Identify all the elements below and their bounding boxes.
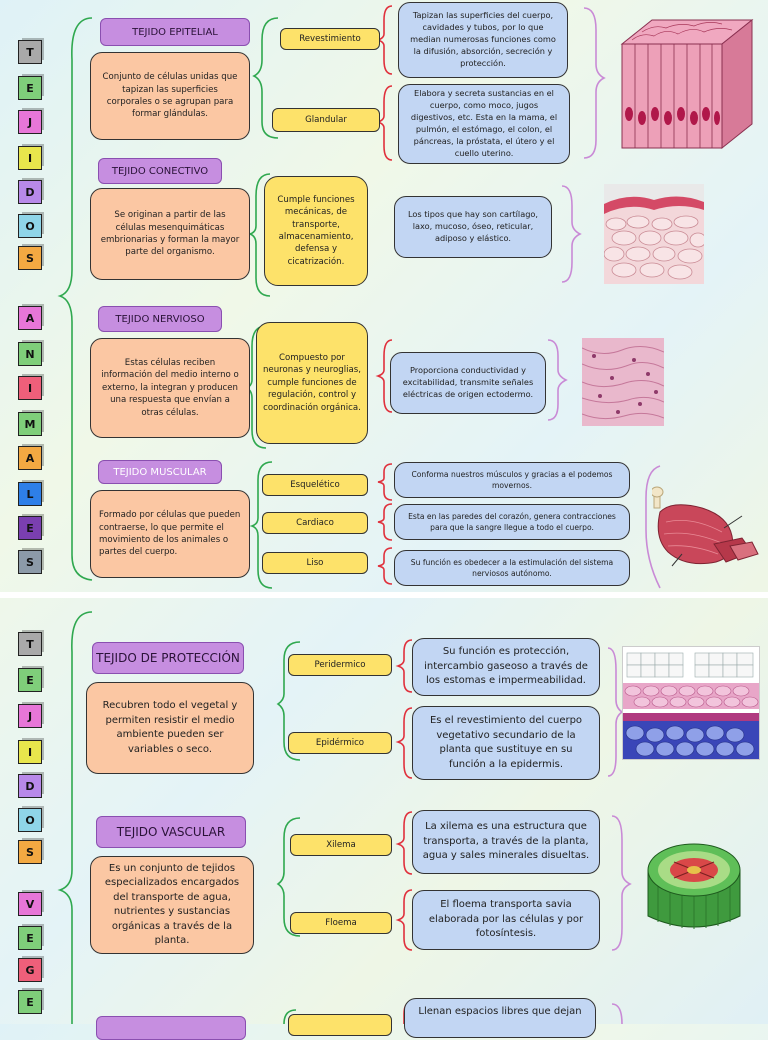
letter-cube: S — [18, 246, 42, 270]
title-tejido-epitelial: TEJIDO EPITELIAL — [100, 18, 250, 46]
letter-cube: E — [18, 76, 42, 100]
letter-cube: E — [18, 990, 42, 1014]
letter-cube: N — [18, 342, 42, 366]
type-epidermico: Epidérmico — [288, 732, 392, 754]
title-tejido-muscular: TEJIDO MUSCULAR — [98, 460, 222, 484]
detail-xilema: La xilema es una estructura que transpor… — [412, 810, 600, 874]
letter-cube: O — [18, 808, 42, 832]
letter-cube: V — [18, 892, 42, 916]
letter-cube: S — [18, 840, 42, 864]
letter-cube: L — [18, 482, 42, 506]
detail-revestimiento: Tapizan las superficies del cuerpo, cavi… — [398, 2, 568, 78]
letter-cube: I — [18, 146, 42, 170]
type-glandular: Glandular — [272, 108, 380, 132]
type-cardiaco: Cardiaco — [262, 512, 368, 534]
letter-cube: G — [18, 958, 42, 982]
letter-cube: O — [18, 214, 42, 238]
letter-cube: D — [18, 180, 42, 204]
nervous-tissue-image — [582, 338, 664, 426]
letter-cube: A — [18, 306, 42, 330]
type-revestimiento: Revestimiento — [280, 28, 380, 50]
letter-cube: I — [18, 740, 42, 764]
type-liso: Liso — [262, 552, 368, 574]
letter-cube: J — [18, 704, 42, 728]
title-tejido-nervioso: TEJIDO NERVIOSO — [98, 306, 222, 332]
letter-cube: E — [18, 516, 42, 540]
detail-liso: Su función es obedecer a la estimulación… — [394, 550, 630, 586]
letter-cube: S — [18, 550, 42, 574]
letter-cube: T — [18, 40, 42, 64]
letter-cube: D — [18, 774, 42, 798]
protective-tissue-image — [622, 646, 760, 760]
type-peridermico: Peridermico — [288, 654, 392, 676]
function-conectivo: Cumple funciones mecánicas, de transport… — [264, 176, 368, 286]
detail-floema: El floema transporta savia elaborada por… — [412, 890, 600, 950]
vascular-tissue-image — [638, 830, 750, 938]
letter-cube: M — [18, 412, 42, 436]
description-muscular: Formado por células que pueden contraers… — [90, 490, 250, 578]
type-floema: Floema — [290, 912, 392, 934]
title-tejido-vascular: TEJIDO VASCULAR — [96, 816, 246, 848]
description-proteccion: Recubren todo el vegetal y permiten resi… — [86, 682, 254, 774]
title-tejido-proteccion: TEJIDO DE PROTECCIÓN — [92, 642, 244, 674]
connective-tissue-image — [604, 184, 704, 284]
muscle-tissue-image — [652, 482, 760, 578]
description-vascular: Es un conjunto de tejidos especializados… — [90, 856, 254, 954]
description-conectivo: Se originan a partir de las células mese… — [90, 188, 250, 280]
detail-cardiaco: Esta en las paredes del corazón, genera … — [394, 504, 630, 540]
letter-cube: J — [18, 110, 42, 134]
letter-cube: E — [18, 926, 42, 950]
description-epitelial: Conjunto de células unidas que tapizan l… — [90, 52, 250, 140]
detail-conectivo: Los tipos que hay son cartílago, laxo, m… — [394, 196, 552, 258]
title-tejido-conectivo: TEJIDO CONECTIVO — [98, 158, 222, 184]
title-next-section — [96, 1016, 246, 1040]
type-next-section — [288, 1014, 392, 1036]
detail-nervioso: Proporciona conductividad y excitabilida… — [390, 352, 546, 414]
section-divider — [0, 592, 768, 598]
detail-epidermico: Es el revestimiento del cuerpo vegetativ… — [412, 706, 600, 780]
detail-esqueletico: Conforma nuestros músculos y gracias a e… — [394, 462, 630, 498]
detail-glandular: Elabora y secreta sustancias en el cuerp… — [398, 84, 570, 164]
type-esqueletico: Esquelético — [262, 474, 368, 496]
detail-peridermico: Su función es protección, intercambio ga… — [412, 638, 600, 696]
detail-next-section: Llenan espacios libres que dejan — [404, 998, 596, 1038]
epithelial-tissue-image — [602, 14, 758, 152]
letter-cube: I — [18, 376, 42, 400]
letter-cube: A — [18, 446, 42, 470]
type-xilema: Xilema — [290, 834, 392, 856]
letter-cube: T — [18, 632, 42, 656]
letter-cube: E — [18, 668, 42, 692]
function-nervioso: Compuesto por neuronas y neuroglias, cum… — [256, 322, 368, 444]
description-nervioso: Estas células reciben información del me… — [90, 338, 250, 438]
